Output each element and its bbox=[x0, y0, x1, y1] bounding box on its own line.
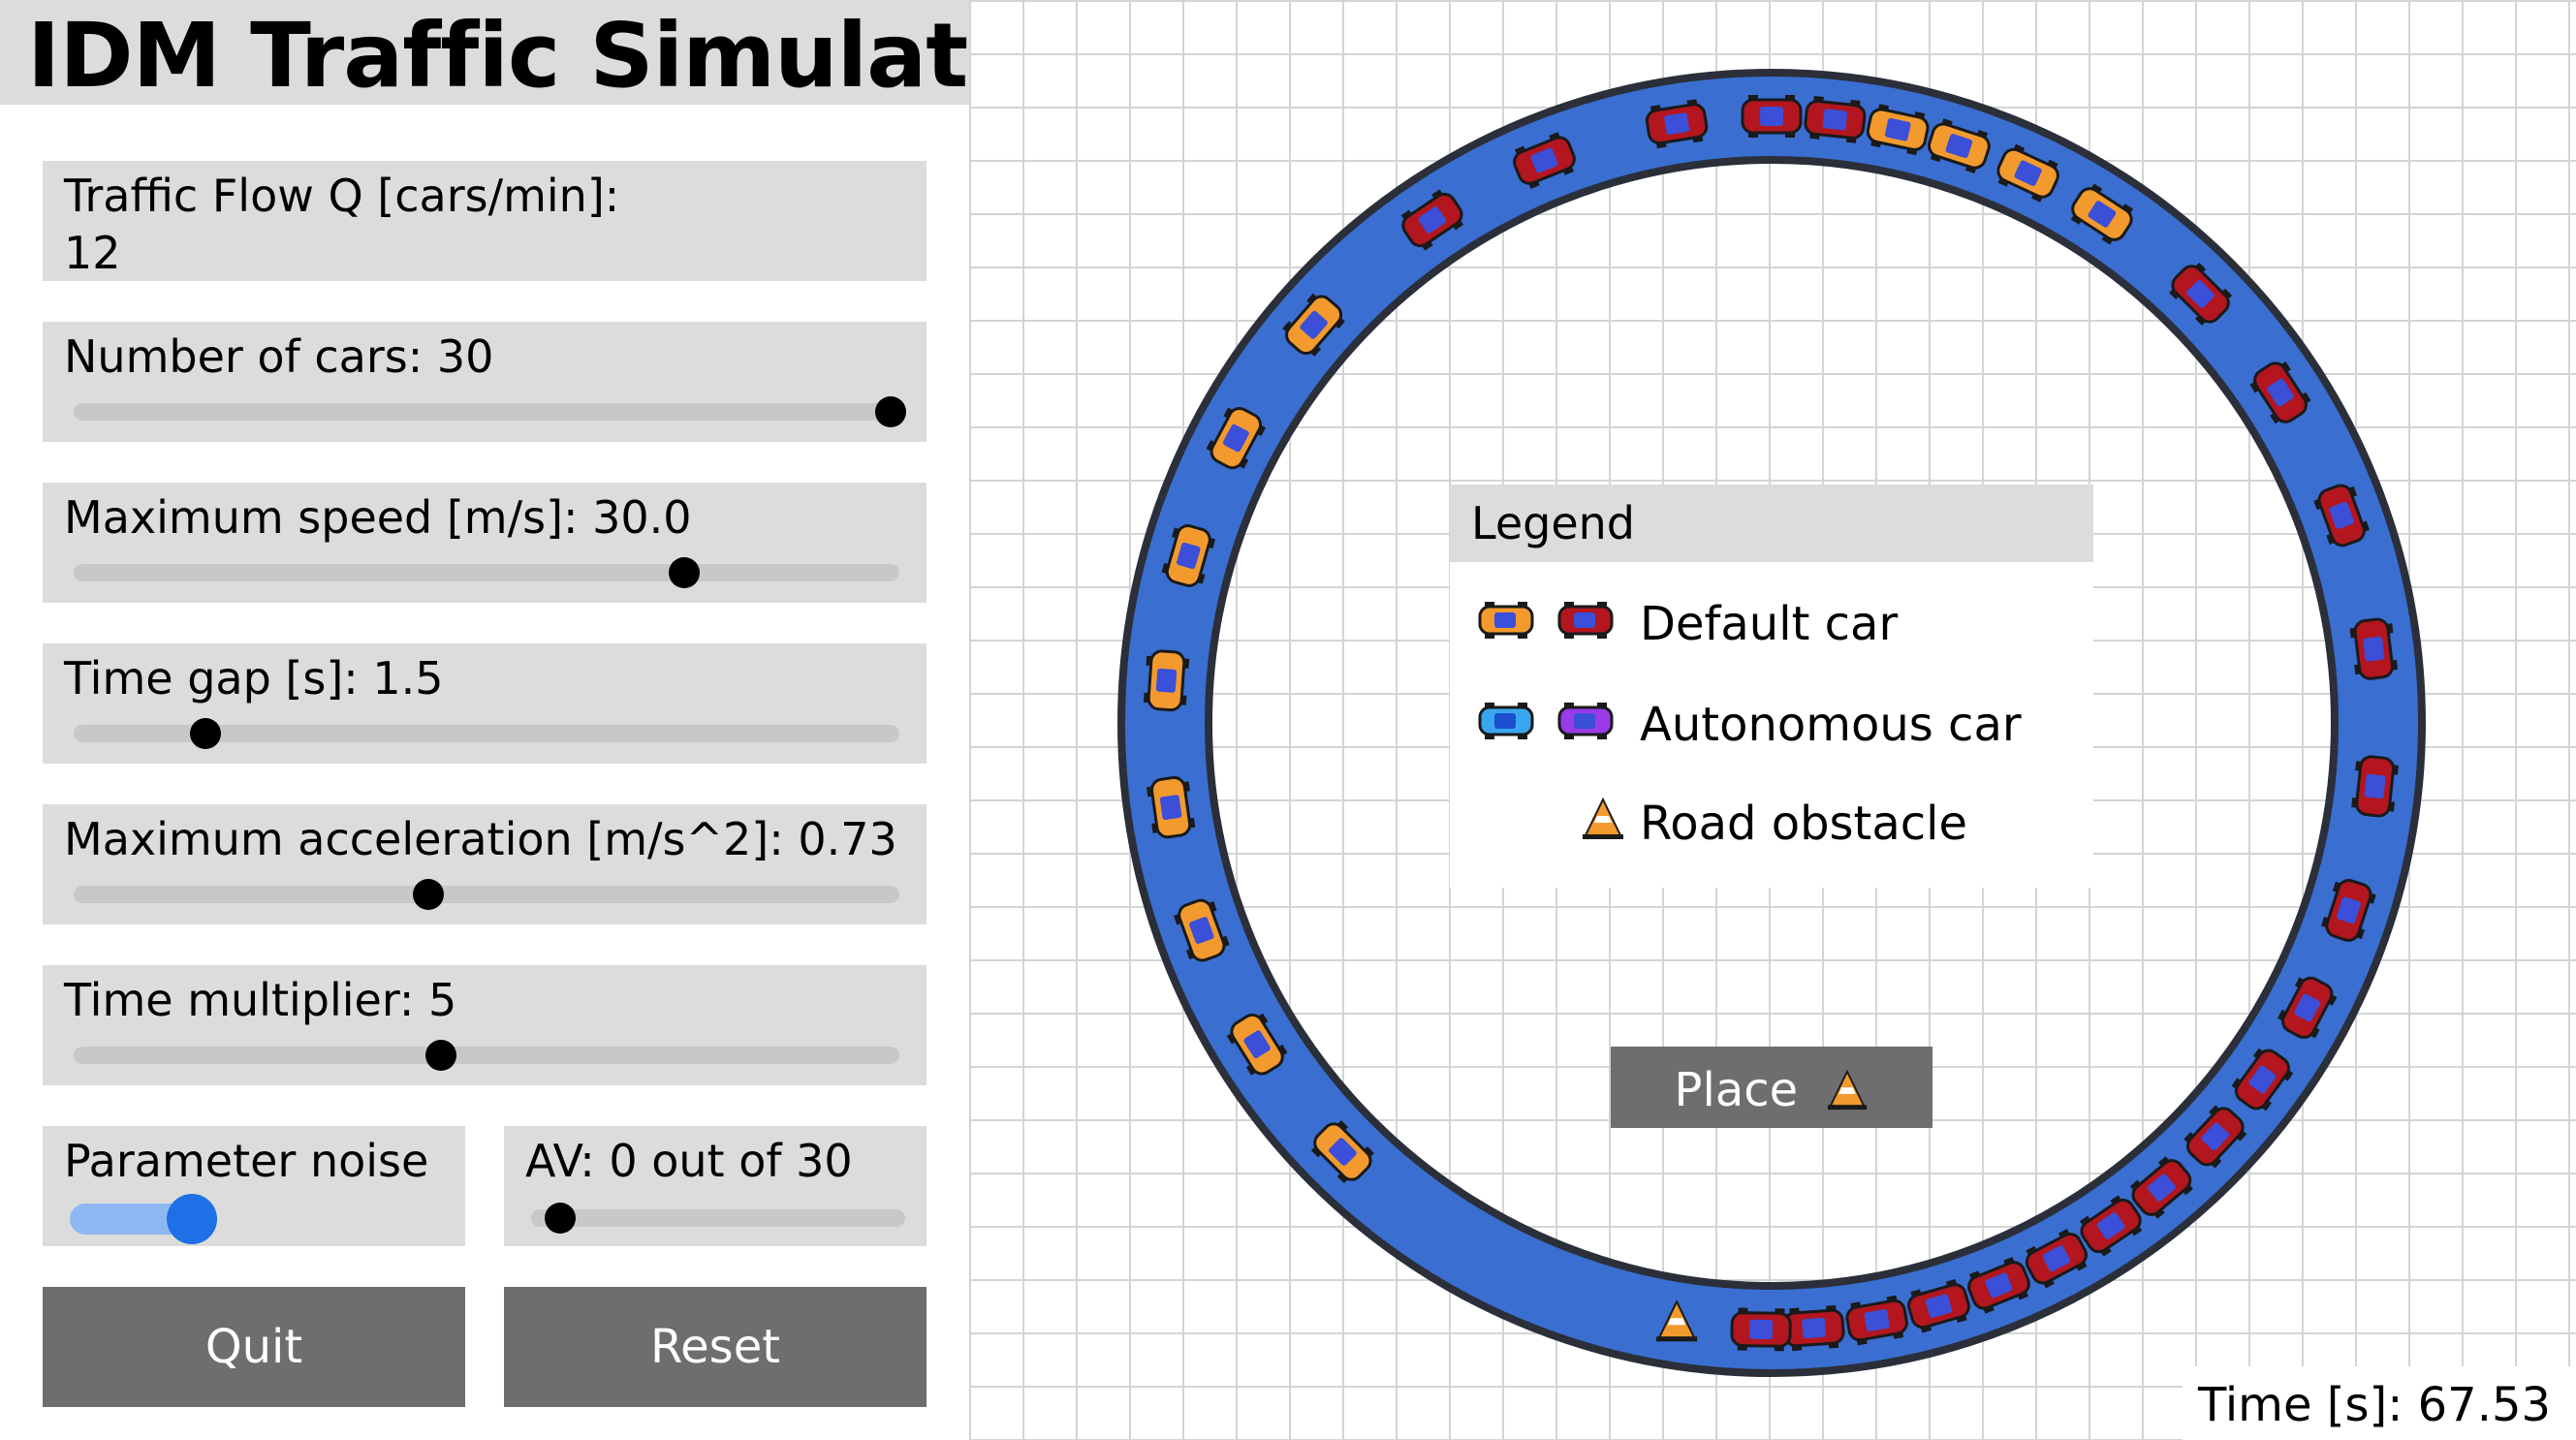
place-obstacle-button[interactable]: Place bbox=[1611, 1047, 1932, 1128]
car-icon bbox=[1226, 1013, 1288, 1076]
car-icon bbox=[1557, 602, 1614, 639]
cars-layer bbox=[1143, 95, 2399, 1352]
param-noise-toggle[interactable] bbox=[70, 1194, 217, 1244]
traffic-cone-icon bbox=[1828, 1069, 1868, 1111]
car-icon bbox=[2349, 617, 2399, 680]
car-icon bbox=[2070, 183, 2134, 245]
legend-label-default-car: Default car bbox=[1640, 597, 1899, 651]
traffic-flow-label: Traffic Flow Q [cars/min]: bbox=[64, 170, 620, 222]
car-icon bbox=[1173, 898, 1230, 962]
av-slider[interactable] bbox=[531, 1203, 905, 1234]
time-multiplier-slider[interactable] bbox=[74, 1040, 899, 1071]
car-icon bbox=[1146, 775, 1196, 839]
num-cars-label: Number of cars: 30 bbox=[64, 330, 494, 383]
place-button-label: Place bbox=[1674, 1063, 1799, 1117]
param-noise-control: Parameter noise bbox=[43, 1126, 465, 1246]
car-icon bbox=[1996, 143, 2059, 203]
quit-button[interactable]: Quit bbox=[43, 1287, 465, 1407]
car-icon bbox=[2313, 484, 2371, 548]
car-icon bbox=[1927, 118, 1991, 173]
legend-item-road-obstacle: Road obstacle bbox=[1450, 785, 2093, 862]
param-noise-toggle-thumb[interactable] bbox=[167, 1194, 217, 1244]
time-multiplier-slider-thumb[interactable] bbox=[425, 1040, 457, 1071]
max-accel-control: Maximum acceleration [m/s^2]: 0.73 bbox=[43, 804, 927, 924]
car-icon bbox=[2079, 1195, 2143, 1257]
legend-label-autonomous-car: Autonomous car bbox=[1640, 698, 2022, 752]
time-gap-control: Time gap [s]: 1.5 bbox=[43, 643, 927, 764]
car-icon bbox=[1557, 703, 1614, 739]
max-accel-slider[interactable] bbox=[74, 879, 899, 910]
max-accel-label: Maximum acceleration [m/s^2]: 0.73 bbox=[64, 813, 897, 865]
time-multiplier-label: Time multiplier: 5 bbox=[64, 974, 457, 1026]
traffic-flow-field[interactable]: Traffic Flow Q [cars/min]: 12 bbox=[43, 161, 927, 281]
car-icon bbox=[2321, 878, 2376, 942]
car-icon bbox=[2249, 360, 2311, 424]
legend-panel: Legend De bbox=[1450, 485, 2093, 888]
title-bar: IDM Traffic Simulator bbox=[0, 0, 1072, 108]
traffic-flow-value[interactable]: 12 bbox=[64, 227, 121, 279]
car-icon bbox=[1845, 1295, 1908, 1346]
num-cars-slider-thumb[interactable] bbox=[875, 396, 907, 427]
time-gap-label: Time gap [s]: 1.5 bbox=[64, 652, 444, 704]
max-speed-slider-thumb[interactable] bbox=[669, 557, 701, 588]
car-icon bbox=[2025, 1229, 2088, 1289]
car-icon bbox=[2278, 976, 2338, 1039]
car-icon bbox=[1400, 189, 1464, 251]
car-icon bbox=[1478, 703, 1534, 739]
num-cars-slider[interactable] bbox=[74, 396, 907, 427]
traffic-cone-icon bbox=[1656, 1299, 1698, 1342]
max-speed-label: Maximum speed [m/s]: 30.0 bbox=[64, 491, 692, 544]
car-icon bbox=[1741, 95, 1803, 138]
legend-item-autonomous-car: Autonomous car bbox=[1450, 686, 2093, 764]
traffic-cone-icon bbox=[1583, 797, 1623, 839]
max-accel-slider-thumb[interactable] bbox=[413, 879, 445, 910]
legend-title-bar: Legend bbox=[1450, 485, 2093, 562]
car-icon bbox=[1282, 293, 1345, 357]
max-speed-control: Maximum speed [m/s]: 30.0 bbox=[43, 483, 927, 603]
max-speed-slider[interactable] bbox=[74, 557, 899, 588]
car-icon bbox=[2351, 755, 2399, 818]
time-gap-slider-thumb[interactable] bbox=[190, 718, 222, 749]
car-icon bbox=[1206, 407, 1266, 470]
param-noise-label: Parameter noise bbox=[64, 1135, 429, 1187]
car-icon bbox=[1478, 602, 1534, 639]
car-icon bbox=[1804, 96, 1867, 143]
car-icon bbox=[1645, 99, 1709, 149]
legend-item-default-car: Default car bbox=[1450, 585, 2093, 663]
car-icon bbox=[1310, 1120, 1374, 1184]
car-icon bbox=[1161, 524, 1216, 587]
legend-title: Legend bbox=[1471, 497, 1635, 549]
car-icon bbox=[1730, 1307, 1792, 1352]
num-cars-control: Number of cars: 30 bbox=[43, 322, 927, 442]
control-panel: IDM Traffic Simulator Traffic Flow Q [ca… bbox=[0, 0, 1072, 1440]
car-icon bbox=[2129, 1156, 2193, 1219]
car-icon bbox=[2183, 1105, 2247, 1169]
car-icon bbox=[1866, 104, 1930, 156]
av-slider-thumb[interactable] bbox=[545, 1203, 576, 1234]
car-icon bbox=[1143, 649, 1190, 712]
car-icon bbox=[1782, 1304, 1845, 1352]
av-label: AV: 0 out of 30 bbox=[525, 1135, 853, 1187]
car-icon bbox=[1907, 1278, 1970, 1333]
time-gap-slider[interactable] bbox=[74, 718, 899, 749]
time-panel: Time [s]: 67.53 bbox=[2183, 1366, 2576, 1440]
ring-road bbox=[1117, 69, 2426, 1377]
legend-label-road-obstacle: Road obstacle bbox=[1640, 797, 1968, 851]
reset-button[interactable]: Reset bbox=[504, 1287, 927, 1407]
car-icon bbox=[1513, 132, 1576, 189]
app-title: IDM Traffic Simulator bbox=[27, 4, 1072, 108]
av-control: AV: 0 out of 30 bbox=[504, 1126, 927, 1246]
car-icon bbox=[1967, 1257, 2030, 1314]
time-multiplier-control: Time multiplier: 5 bbox=[43, 965, 927, 1085]
time-readout: Time [s]: 67.53 bbox=[2198, 1378, 2552, 1432]
car-icon bbox=[2169, 262, 2233, 326]
car-icon bbox=[2231, 1048, 2294, 1111]
simulation-canvas[interactable]: Legend De bbox=[969, 0, 2576, 1440]
